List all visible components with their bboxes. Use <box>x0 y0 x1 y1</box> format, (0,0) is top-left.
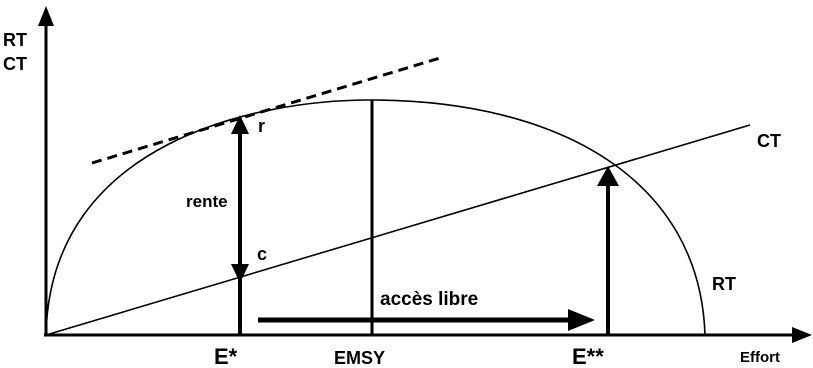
rent-label: rente <box>186 192 228 211</box>
e-double-star-label: E** <box>572 344 604 368</box>
e-star-label: E* <box>214 344 238 368</box>
open-access-arrow-icon <box>568 309 595 331</box>
y-axis-arrow-icon <box>38 6 54 26</box>
cost-line <box>45 124 751 336</box>
cost-curve-label: CT <box>757 131 781 151</box>
rent-arrow-up-icon <box>231 115 249 134</box>
emsy-label: EMSY <box>334 348 385 368</box>
tangent-dashed-line <box>91 56 441 165</box>
x-axis-label: Effort <box>740 349 780 366</box>
e-double-star-arrow-icon <box>597 166 619 186</box>
r-point-label: r <box>258 116 265 136</box>
revenue-curve <box>45 99 706 336</box>
revenue-curve-label: RT <box>712 274 736 294</box>
y-axis-label-rt: RT <box>3 30 27 50</box>
rent-arrow-down-icon <box>231 264 249 283</box>
open-access-label: accès libre <box>380 289 478 310</box>
x-axis-arrow-icon <box>792 327 812 343</box>
c-point-label: c <box>257 244 267 264</box>
y-axis-label-ct: CT <box>3 54 27 74</box>
